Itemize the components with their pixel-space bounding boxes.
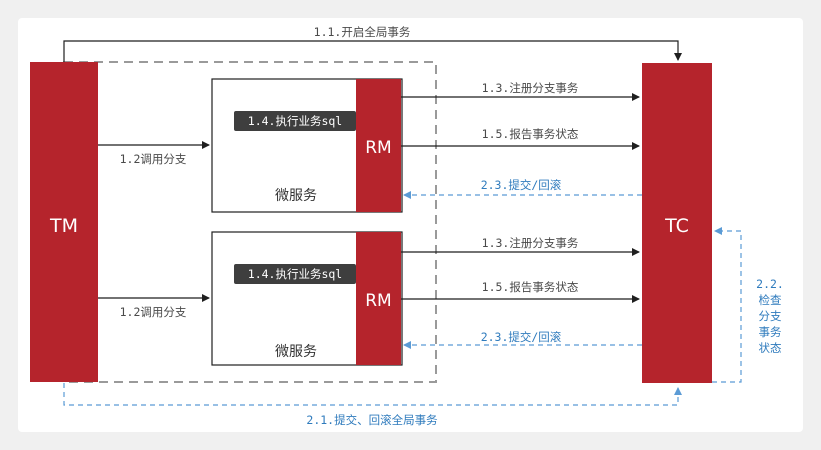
service-name-bottom: 微服务 <box>275 344 317 360</box>
report-label-top: 1.5.报告事务状态 <box>482 127 579 141</box>
rm-block-bottom <box>356 232 401 365</box>
tm-label: TM <box>49 215 78 237</box>
sql-label-top: 1.4.执行业务sql <box>248 114 342 128</box>
check-status-line: 事务 <box>759 325 782 339</box>
tc-label: TC <box>664 215 689 237</box>
check-status-line: 2.2. <box>756 277 784 291</box>
tm-block <box>30 62 98 382</box>
commit-rollback-label-bottom: 2.3.提交/回滚 <box>481 330 562 344</box>
call-branch-label-top: 1.2调用分支 <box>120 152 187 166</box>
check-status-line: 分支 <box>759 309 782 323</box>
global-commit-rollback-label: 2.1.提交、回滚全局事务 <box>306 413 438 427</box>
rm-block-top <box>356 79 401 212</box>
start-global-arrow <box>63 40 682 62</box>
check-status-line: 检查 <box>759 293 782 307</box>
report-label-bottom: 1.5.报告事务状态 <box>482 280 579 294</box>
start-global-label: 1.1.开启全局事务 <box>314 25 411 39</box>
global-commit-rollback-arrow <box>63 383 682 406</box>
register-label-top: 1.3.注册分支事务 <box>482 81 579 95</box>
register-label-bottom: 1.3.注册分支事务 <box>482 236 579 250</box>
call-branch-label-bottom: 1.2调用分支 <box>120 305 187 319</box>
check-status-label: 2.2. 检查 分支 事务 状态 <box>756 277 784 355</box>
check-status-loop-arrow <box>712 227 742 383</box>
service-name-top: 微服务 <box>275 188 317 204</box>
check-status-line: 状态 <box>759 341 782 355</box>
sql-badge-top <box>234 111 356 131</box>
sql-badge-bottom <box>234 264 356 284</box>
rm-label-top: RM <box>365 138 391 158</box>
commit-rollback-label-top: 2.3.提交/回滚 <box>481 178 562 192</box>
tc-block <box>642 63 712 383</box>
sql-label-bottom: 1.4.执行业务sql <box>248 267 342 281</box>
rm-label-bottom: RM <box>365 291 391 311</box>
